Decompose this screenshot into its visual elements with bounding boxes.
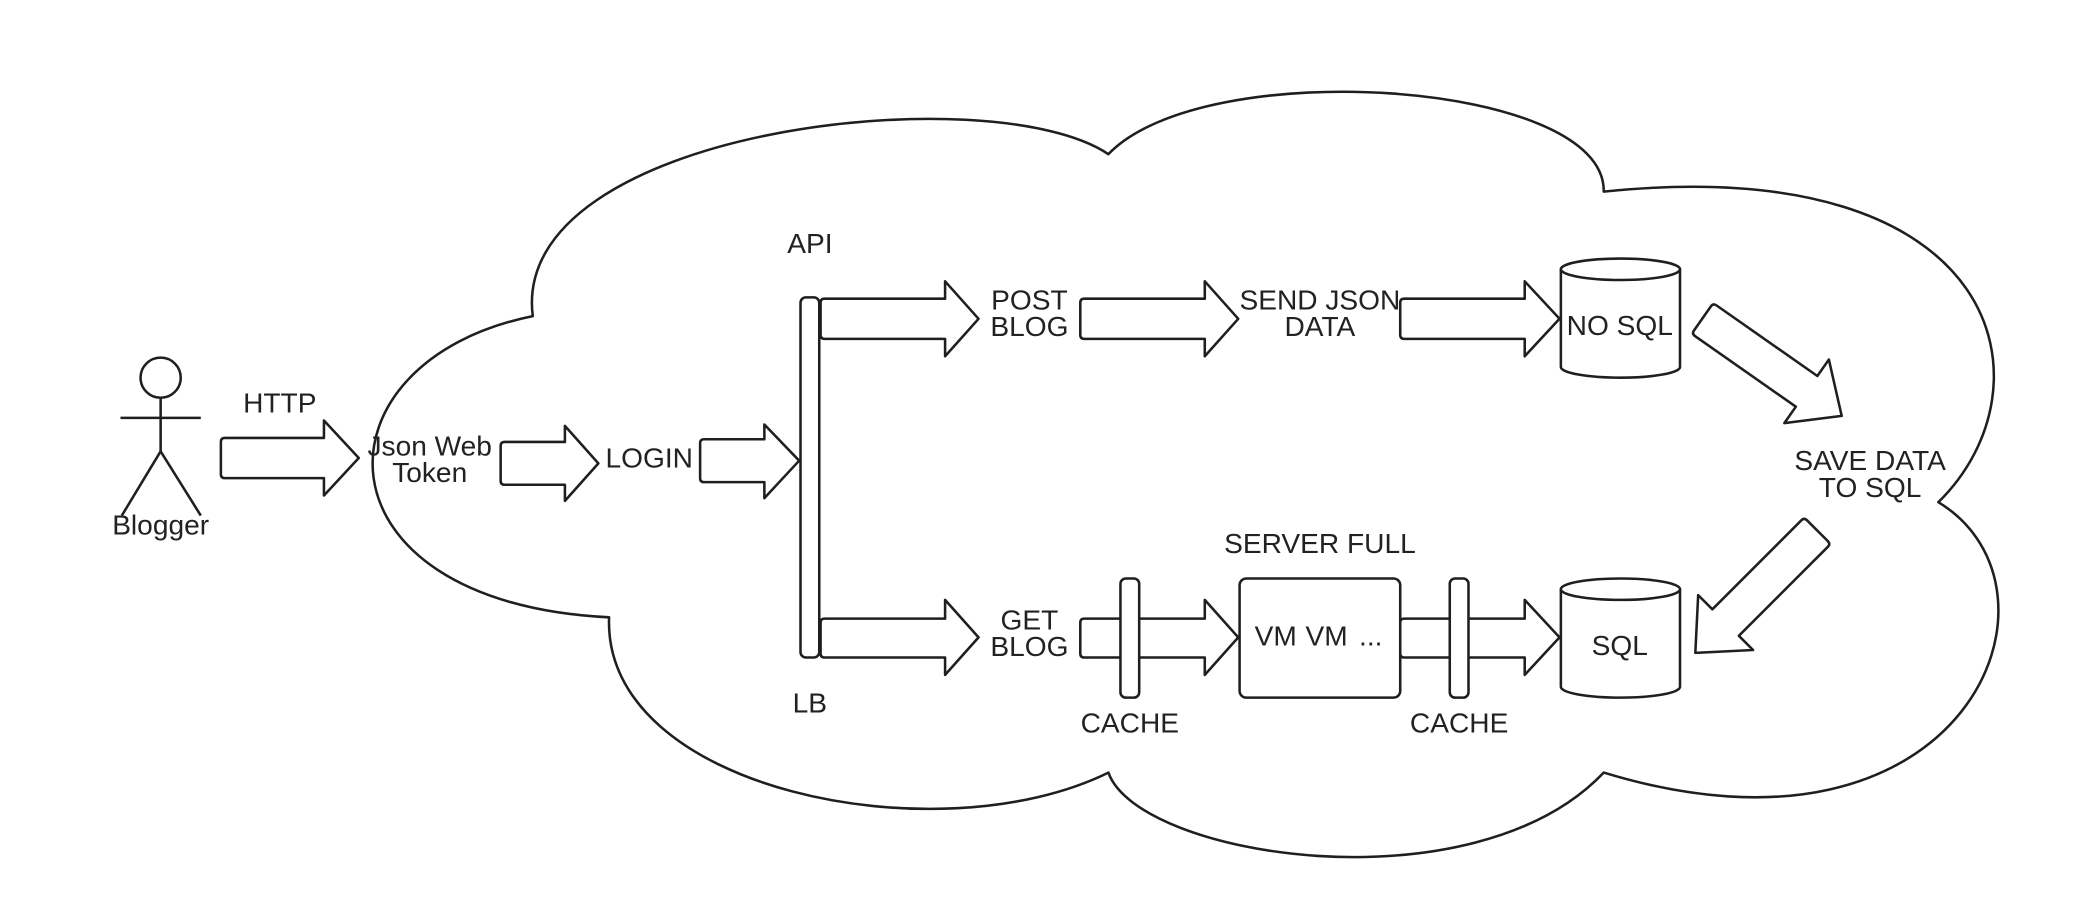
cloud-boundary (371, 90, 2000, 859)
sql-database (1559, 577, 1682, 699)
lb-label: LB (793, 687, 827, 718)
http-label: HTTP (243, 387, 316, 418)
server-full-box (1238, 577, 1402, 699)
save-to-sql-arrow (1694, 517, 1831, 655)
vm-more-label: ... (1359, 620, 1382, 651)
send-json-label-line2: DATA (1285, 311, 1356, 342)
post-blog-label-line1: POST (991, 284, 1068, 315)
get-blog-label-line1: GET (1001, 604, 1059, 635)
cache-right-bar (1448, 577, 1470, 699)
login-to-lb-arrow (698, 423, 801, 500)
send-to-nosql-arrow (1398, 280, 1561, 358)
jwt-to-login-arrow (499, 424, 600, 503)
cache-right-label: CACHE (1410, 707, 1508, 738)
jwt-label-line2: Token (392, 457, 467, 488)
blogger-label: Blogger (112, 509, 209, 540)
get-blog-label-line2: BLOG (990, 631, 1068, 662)
vm1-label: VM (1255, 620, 1297, 651)
login-label: LOGIN (606, 442, 693, 473)
send-json-label-line1: SEND JSON (1239, 284, 1400, 315)
cache-left-bar (1119, 577, 1141, 699)
save-data-label-line2: TO SQL (1819, 472, 1922, 503)
cache-left-label: CACHE (1081, 707, 1179, 738)
vm2-label: VM (1306, 620, 1348, 651)
http-arrow (219, 419, 361, 497)
sql-label: SQL (1592, 630, 1648, 661)
jwt-label-line1: Json Web (367, 430, 491, 461)
load-balancer-bar (799, 296, 821, 659)
nosql-label: NO SQL (1567, 310, 1673, 341)
lb-to-post-arrow (819, 280, 980, 358)
lb-to-get-arrow (819, 598, 980, 677)
post-blog-label-line2: BLOG (990, 311, 1068, 342)
save-data-label-line1: SAVE DATA (1794, 445, 1946, 476)
post-to-send-arrow (1079, 280, 1240, 358)
nosql-database (1559, 257, 1682, 379)
api-label: API (787, 228, 832, 259)
blogger-actor (120, 356, 202, 517)
server-full-label: SERVER FULL (1224, 528, 1416, 559)
nosql-to-save-arrow (1691, 303, 1843, 425)
